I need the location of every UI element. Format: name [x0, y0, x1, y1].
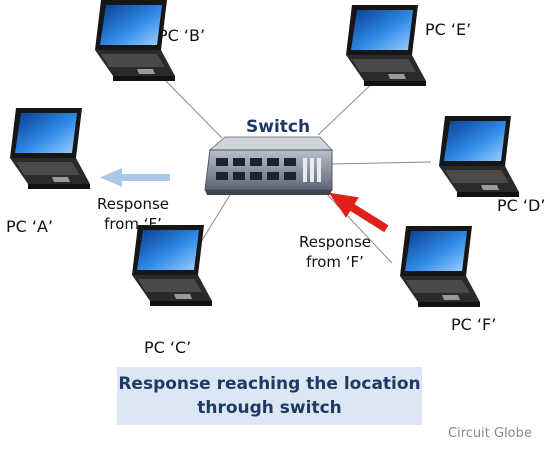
switch-icon — [204, 136, 334, 195]
link-pc-b — [159, 74, 223, 139]
outgoing-response-line1: Response — [96, 195, 170, 213]
pc-d-label: PC ‘D’ — [497, 196, 546, 215]
pc-a-label: PC ‘A’ — [6, 217, 54, 236]
pc-c-label: PC ‘C’ — [144, 338, 192, 357]
link-pc-d — [329, 161, 432, 165]
pc-f-label: PC ‘F’ — [451, 315, 497, 334]
pc-e-label: PC ‘E’ — [425, 20, 472, 39]
caption-line1: Response reaching the location — [118, 374, 421, 394]
arrow-from-pc-f — [328, 192, 389, 233]
switch-label: Switch — [246, 117, 311, 137]
credit-watermark: Circuit Globe — [448, 426, 532, 441]
outgoing-response-note: Response from ‘F’ — [88, 194, 178, 234]
outgoing-response-line2: from ‘F’ — [104, 215, 162, 233]
caption-line2: through switch — [197, 398, 342, 418]
incoming-response-line1: Response — [298, 233, 372, 251]
laptop-pc-a-icon — [10, 108, 90, 189]
laptop-pc-e-icon — [346, 5, 426, 86]
arrow-to-pc-a — [100, 168, 170, 187]
caption-box: Response reaching the location through s… — [117, 367, 422, 425]
incoming-response-line2: from ‘F’ — [306, 253, 364, 271]
pc-b-label: PC ‘B’ — [158, 26, 206, 45]
incoming-response-note: Response from ‘F’ — [290, 232, 380, 272]
link-pc-f — [322, 189, 393, 264]
laptop-pc-c-icon — [132, 225, 212, 306]
laptop-pc-d-icon — [439, 116, 519, 197]
laptop-pc-f-icon — [400, 226, 480, 307]
